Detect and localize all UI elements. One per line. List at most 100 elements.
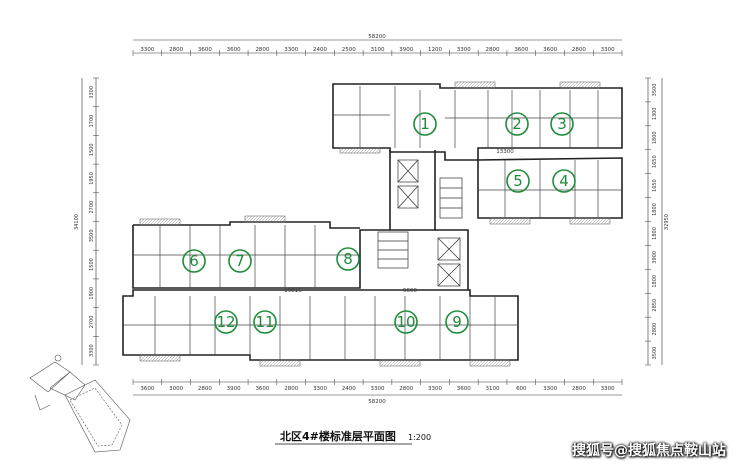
balconies [139, 81, 611, 367]
top-dimension-14: 3600 [514, 47, 528, 53]
unit-number-7: 7 [235, 252, 245, 270]
bottom-dimension-17: 3300 [601, 386, 615, 392]
unit-circle-2 [505, 112, 529, 136]
unit-circle-8 [336, 247, 360, 271]
top-dimension-10: 3900 [399, 47, 413, 53]
right-dimension-chain: 32950 3500130018001650165018001800390018… [645, 77, 670, 366]
unit-marker-1: 1 [413, 112, 437, 136]
unit-circle-3 [550, 112, 574, 136]
unit-marker-6: 6 [182, 249, 206, 273]
bottom-dimension-15: 3300 [543, 386, 557, 392]
top-dimension-5: 2800 [255, 47, 269, 53]
bottom-dimension-7: 3300 [313, 386, 327, 392]
left-dimension-1: 3300 [89, 86, 95, 99]
unit-number-6: 6 [189, 252, 199, 270]
left-dimension-3: 1500 [89, 143, 95, 156]
unit-circle-10 [394, 310, 418, 334]
top-dimension-7: 2400 [313, 47, 327, 53]
bottom-dimension-11: 3300 [428, 386, 442, 392]
unit-circle-6 [182, 249, 206, 273]
bottom-dimension-9: 3300 [371, 386, 385, 392]
unit-marker-4: 4 [552, 169, 576, 193]
bottom-dimension-1: 3600 [140, 386, 154, 392]
unit-marker-5: 5 [506, 169, 530, 193]
bottom-dimension-14: 600 [516, 386, 527, 392]
elevator-cores [377, 159, 463, 287]
top-dimension-8: 2500 [342, 47, 356, 53]
bottom-dimension-3: 2800 [198, 386, 212, 392]
unit-marker-2: 2 [505, 112, 529, 136]
unit-marker-11: 11 [253, 310, 277, 334]
right-dimension-1: 3500 [652, 84, 658, 97]
right-dimension-8: 3900 [652, 251, 658, 264]
inner-dimension-b: 19816 [284, 288, 302, 294]
unit-number-1: 1 [420, 115, 430, 133]
unit-circle-1 [413, 112, 437, 136]
unit-number-5: 5 [513, 172, 523, 190]
right-dimension-2: 1300 [652, 108, 658, 121]
bottom-dimension-6: 2800 [284, 386, 298, 392]
top-dimension-12: 3300 [457, 47, 471, 53]
left-total-dimension: 34100 [74, 214, 80, 230]
bottom-dimension-12: 3600 [457, 386, 471, 392]
drawing-scale: 1:200 [408, 433, 431, 442]
left-dimension-8: 1900 [89, 287, 95, 300]
right-dimension-7: 1800 [652, 227, 658, 240]
unit-number-12: 12 [216, 313, 235, 331]
unit-number-8: 8 [343, 250, 353, 268]
unit-circle-7 [228, 249, 252, 273]
unit-circle-4 [552, 169, 576, 193]
left-dimension-2: 1700 [89, 115, 95, 128]
top-dimension-6: 3300 [284, 47, 298, 53]
top-dimension-3: 3600 [198, 47, 212, 53]
right-dimension-3: 1800 [652, 131, 658, 144]
top-dimension-15: 3600 [543, 47, 557, 53]
unit-marker-8: 8 [336, 247, 360, 271]
unit-number-3: 3 [557, 115, 567, 133]
watermark-text: 搜狐号@搜狐焦点鞍山站 [572, 443, 726, 459]
top-dimension-17: 3300 [601, 47, 615, 53]
top-dimension-9: 3100 [371, 47, 385, 53]
inner-dimension-c: 5600 [403, 288, 417, 294]
drawing-title: 北区4#楼标准层平面图 [280, 429, 396, 443]
site-key-plan [29, 354, 131, 453]
top-dimension-16: 2800 [572, 47, 586, 53]
top-dimension-11: 1200 [428, 47, 442, 53]
unit-number-10: 10 [396, 313, 415, 331]
top-dimension-2: 2800 [169, 47, 183, 53]
right-dimension-9: 1800 [652, 275, 658, 288]
left-dimension-9: 2700 [89, 316, 95, 329]
bottom-dimension-5: 3600 [255, 386, 269, 392]
left-dimension-chain: 34100 3300 1700 1500 1950 2700 3500 1500 1900 27… [74, 77, 99, 366]
left-dimension-7: 1500 [89, 258, 95, 271]
unit-number-9: 9 [452, 313, 462, 331]
right-dimension-10: 2850 [652, 299, 658, 312]
unit-number-4: 4 [559, 172, 569, 190]
inner-dimension-a: 13300 [496, 149, 514, 155]
right-dimension-4: 1650 [652, 155, 658, 168]
bottom-total-dimension: 58200 [368, 399, 386, 405]
unit-circle-11 [253, 310, 277, 334]
bottom-dimension-4: 3900 [227, 386, 241, 392]
top-dimension-4: 3600 [227, 47, 241, 53]
unit-marker-9: 9 [445, 310, 469, 334]
bottom-dimension-13: 3100 [486, 386, 500, 392]
unit-circle-9 [445, 310, 469, 334]
right-dimension-5: 1650 [652, 179, 658, 192]
unit-marker-7: 7 [228, 249, 252, 273]
left-dimension-10: 3300 [89, 344, 95, 357]
left-dimension-5: 2700 [89, 201, 95, 214]
building-walls [122, 83, 623, 361]
bottom-dimension-2: 3000 [169, 386, 183, 392]
bottom-dimension-16: 2800 [572, 386, 586, 392]
left-dimension-4: 1950 [89, 172, 95, 185]
unit-number-11: 11 [255, 313, 274, 331]
left-dimension-6: 3500 [89, 229, 95, 242]
top-dimension-1: 3300 [140, 47, 154, 53]
room-partitions [123, 86, 622, 360]
unit-marker-12: 12 [214, 310, 238, 334]
top-dimension-13: 2800 [486, 47, 500, 53]
